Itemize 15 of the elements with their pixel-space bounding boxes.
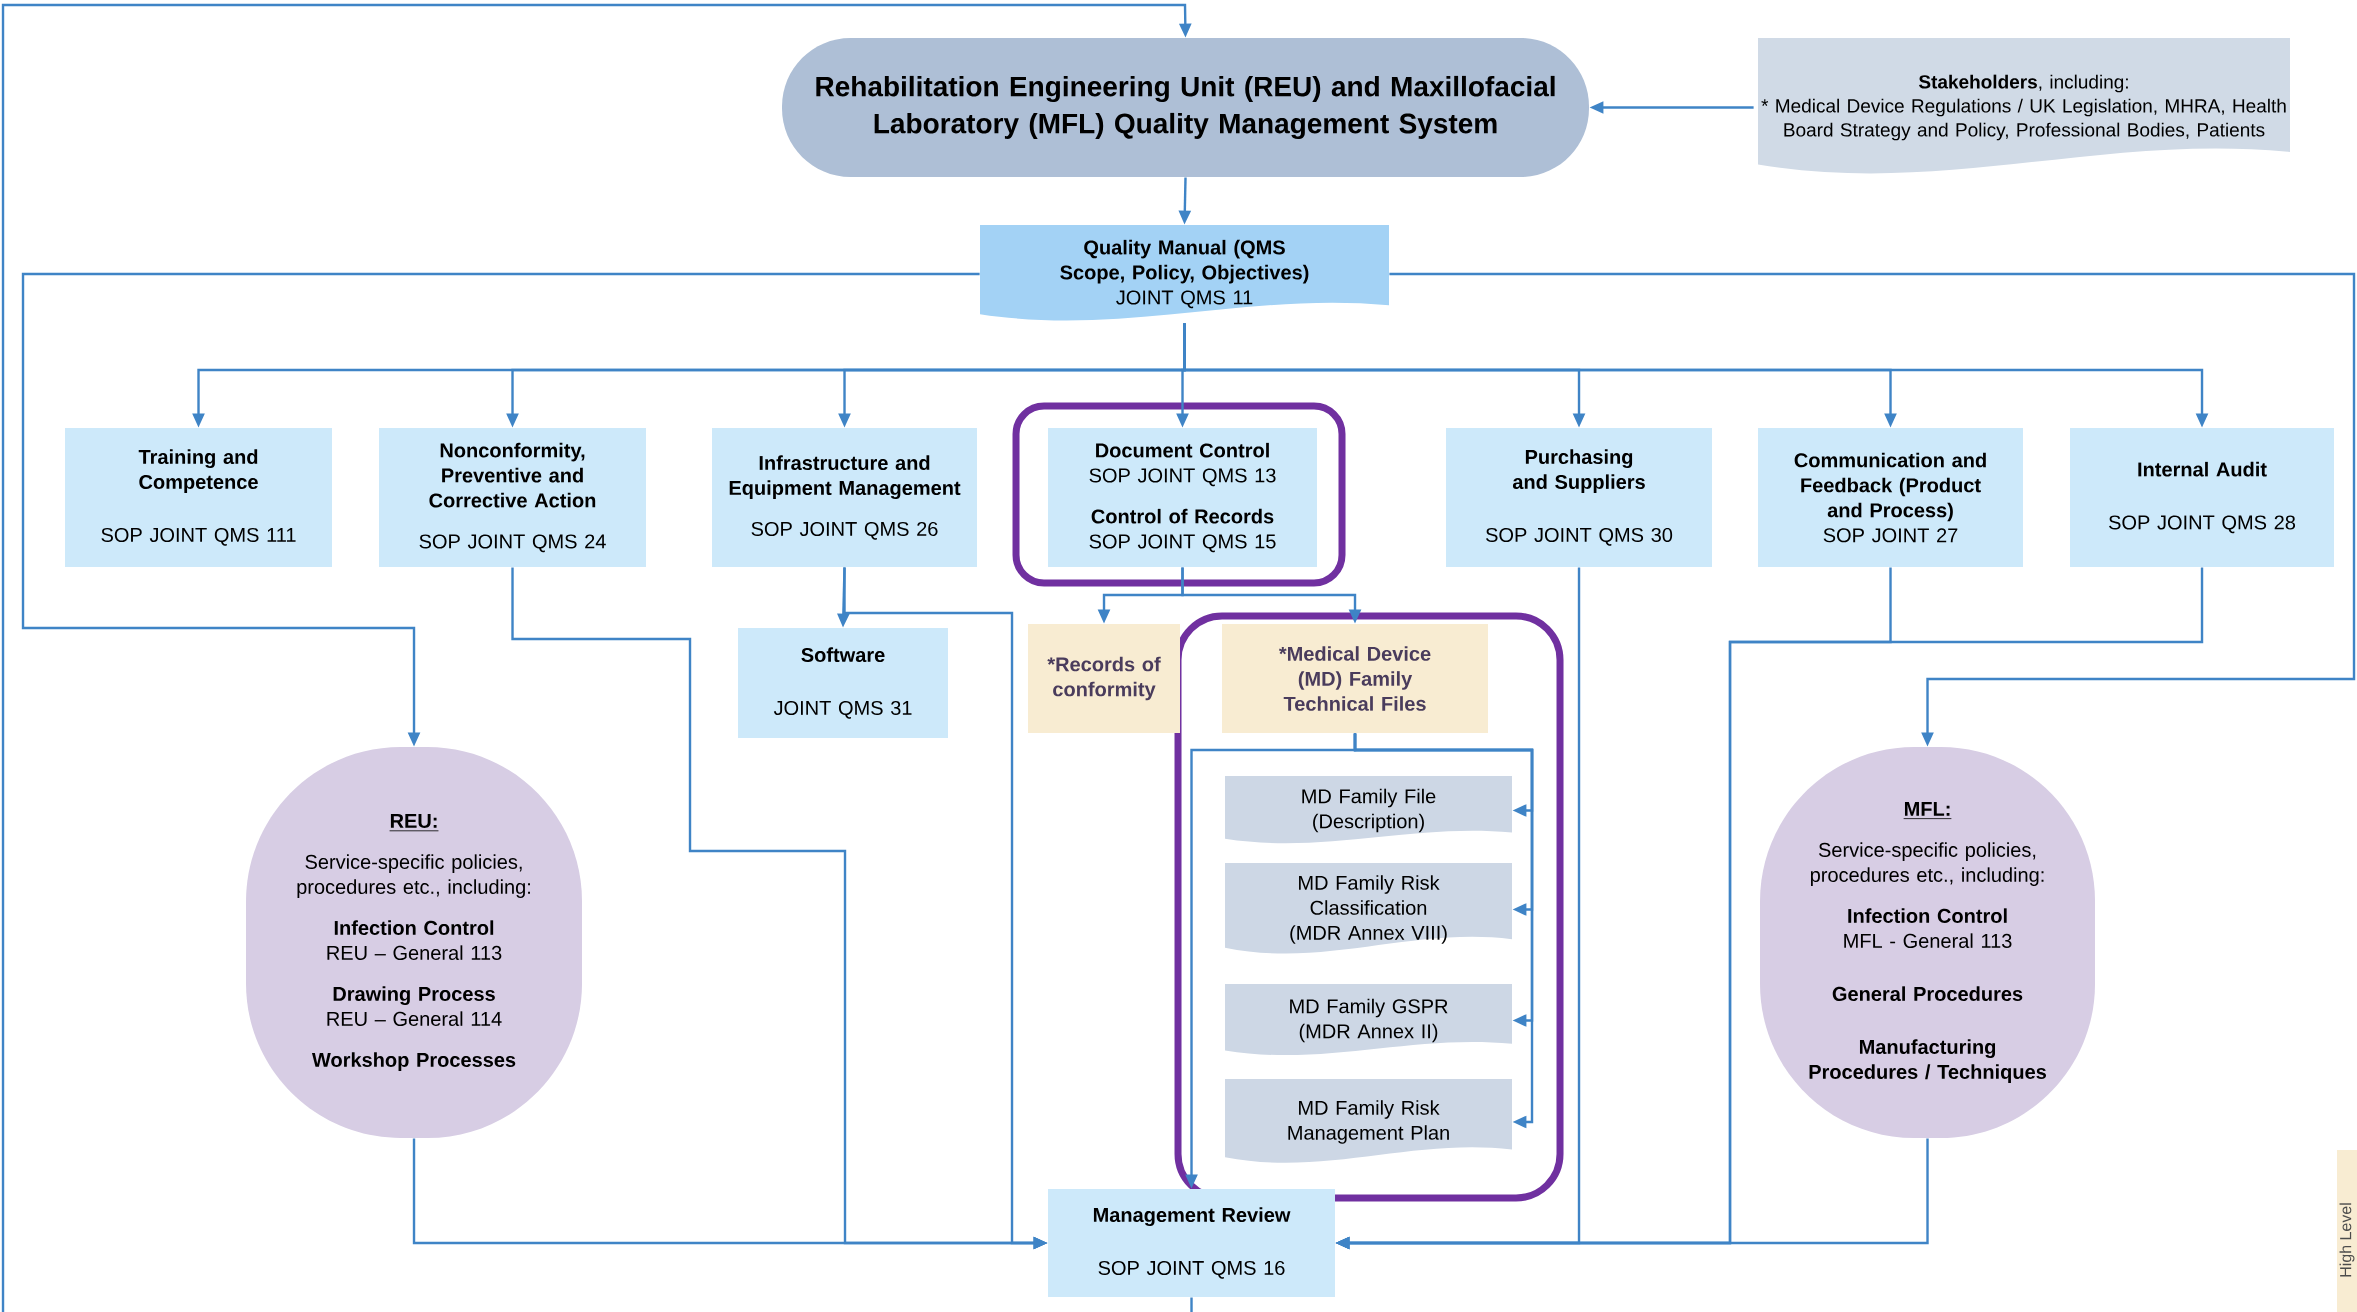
process-box: Internal Audit SOP JOINT QMS 28 (2070, 428, 2334, 567)
process-box: Software JOINT QMS 31 (738, 628, 948, 738)
connector (1190, 1297, 1193, 1312)
arrow (1, 3, 1192, 1312)
process-box: Management Review SOP JOINT QMS 16 (1048, 1189, 1335, 1297)
process-box: Nonconformity, Preventive and Corrective Action SOP JOINT QMS 24 (379, 428, 646, 567)
process-box: Purchasing and Suppliers SOP JOINT QMS 30 (1446, 428, 1712, 567)
process-box: Communication and Feedback (Product and Process) SOP JOINT 27 (1758, 428, 2023, 567)
side-tab: High Level (2337, 1150, 2357, 1312)
process-box: Document Control SOP JOINT QMS 13 Control of Records SOP JOINT QMS 15 (1048, 428, 1317, 567)
note-box: *Records of conformity (1028, 624, 1180, 733)
note-box: *Medical Device (MD) Family Technical Files (1222, 624, 1488, 733)
process-box: Training and Competence SOP JOINT QMS 111 (65, 428, 332, 567)
process-box: Infrastructure and Equipment Management SOP JOINT QMS 26 (712, 428, 977, 567)
title-banner: Rehabilitation Engineering Unit (REU) and Maxillofacial Laboratory (MFL) Quality Management System (782, 38, 1589, 177)
